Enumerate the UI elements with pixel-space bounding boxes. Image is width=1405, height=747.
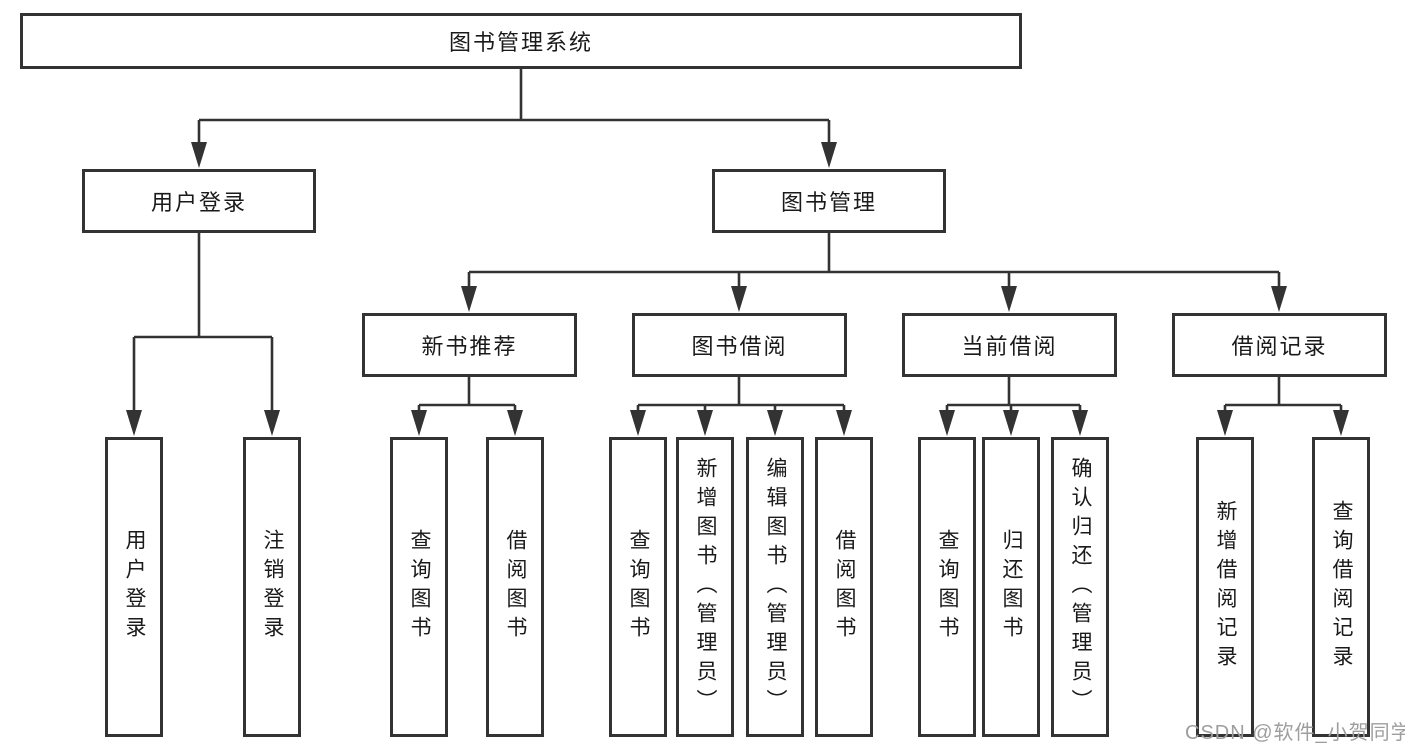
leaf-edit-book-admin: 编辑图书（管理员）: [746, 437, 804, 737]
leaf-current-query-book: 查询图书: [918, 437, 976, 737]
csdn-watermark: CSDN @软件_小贺同学: [1185, 722, 1405, 744]
node-new-book-recommend: 新书推荐: [362, 313, 577, 377]
node-book-borrow: 图书借阅: [632, 313, 847, 377]
leaf-add-borrow-record: 新增借阅记录: [1196, 437, 1254, 737]
node-library-management-system: 图书管理系统: [20, 13, 1022, 69]
leaf-query-borrow-record: 查询借阅记录: [1312, 437, 1370, 737]
leaf-recommend-query-book: 查询图书: [390, 437, 448, 737]
node-book-management: 图书管理: [712, 169, 946, 233]
node-current-borrow: 当前借阅: [902, 313, 1117, 377]
node-borrow-records: 借阅记录: [1172, 313, 1387, 377]
leaf-add-book-admin: 新增图书（管理员）: [676, 437, 734, 737]
leaf-user-login: 用户登录: [105, 437, 163, 737]
node-user-login: 用户登录: [82, 169, 316, 233]
leaf-confirm-return-admin: 确认归还（管理员）: [1051, 437, 1109, 737]
leaf-logout: 注销登录: [243, 437, 301, 737]
leaf-borrow-query-book: 查询图书: [609, 437, 667, 737]
leaf-recommend-borrow-book: 借阅图书: [486, 437, 544, 737]
leaf-borrow-book: 借阅图书: [815, 437, 873, 737]
leaf-return-book: 归还图书: [982, 437, 1040, 737]
